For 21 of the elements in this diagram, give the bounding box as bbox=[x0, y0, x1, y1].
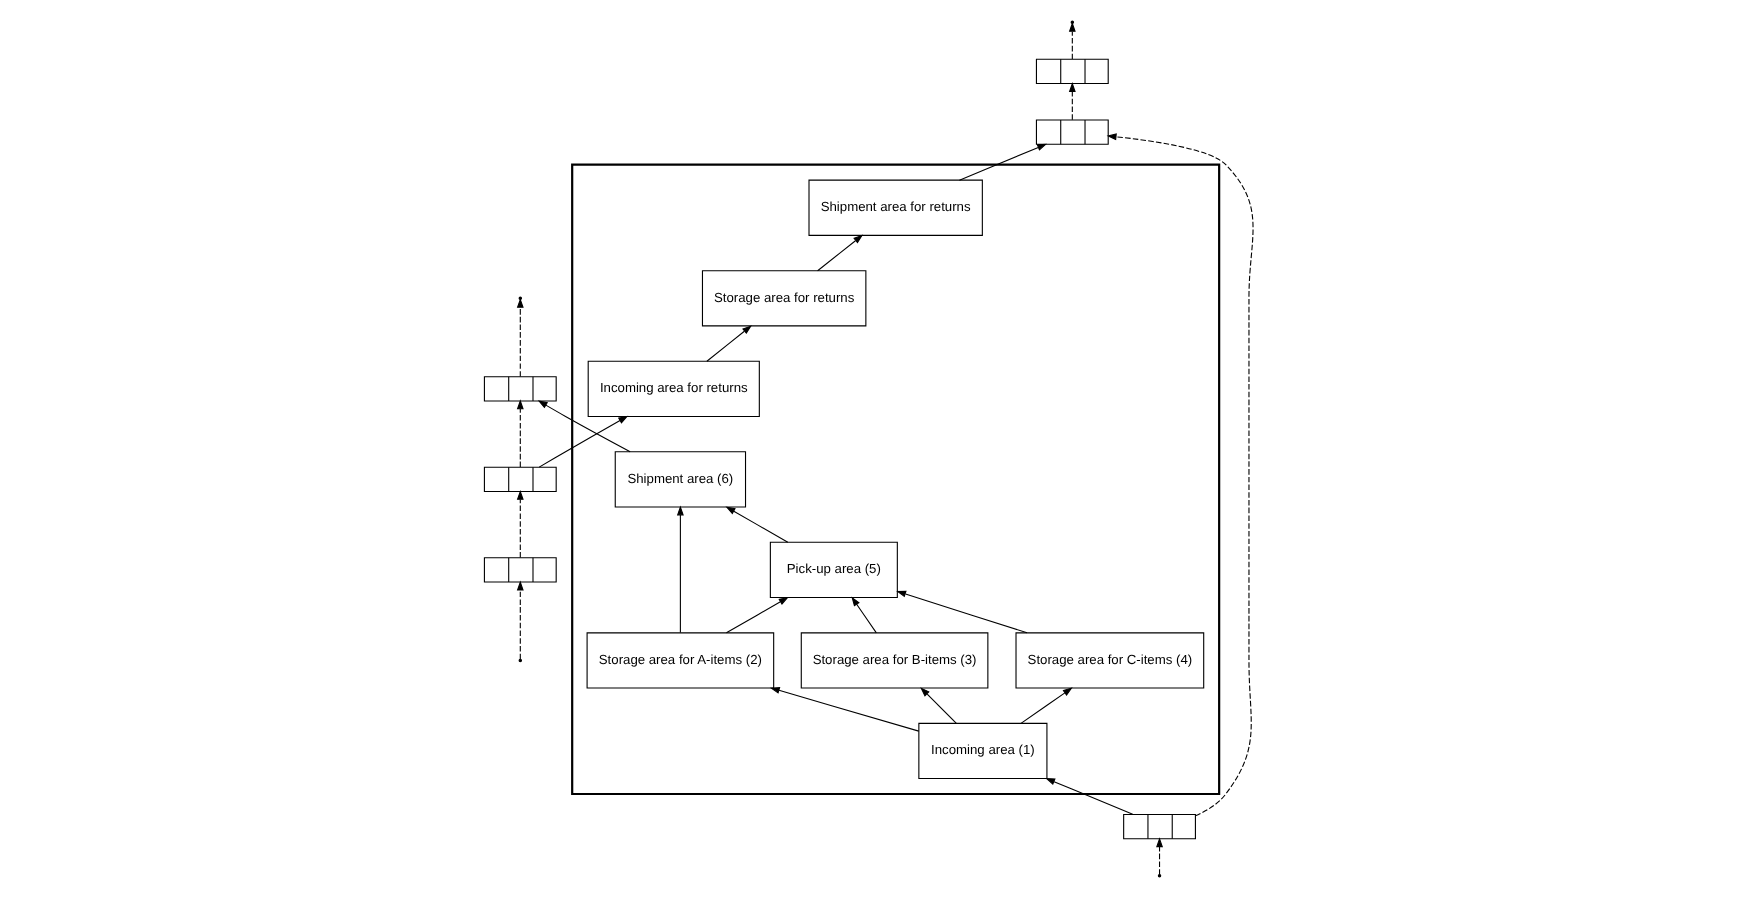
arrow bbox=[725, 506, 789, 543]
arrow bbox=[516, 580, 524, 660]
arrow bbox=[958, 143, 1048, 181]
arrow bbox=[817, 234, 864, 272]
arrow bbox=[769, 687, 920, 732]
arrow bbox=[516, 399, 524, 468]
arrow bbox=[1106, 133, 1254, 817]
cluster bbox=[571, 163, 1221, 796]
arrow bbox=[1045, 777, 1134, 815]
arrow bbox=[896, 590, 1028, 634]
arrow bbox=[537, 400, 631, 453]
arrow bbox=[538, 415, 629, 468]
arrow bbox=[706, 325, 752, 362]
arrow bbox=[1156, 837, 1164, 876]
arrow bbox=[1068, 82, 1076, 121]
arrow bbox=[676, 505, 684, 634]
arrow bbox=[516, 489, 524, 559]
arrow bbox=[920, 687, 957, 724]
arrow bbox=[725, 596, 789, 634]
arrow bbox=[851, 596, 877, 634]
arrow bbox=[1020, 687, 1073, 724]
